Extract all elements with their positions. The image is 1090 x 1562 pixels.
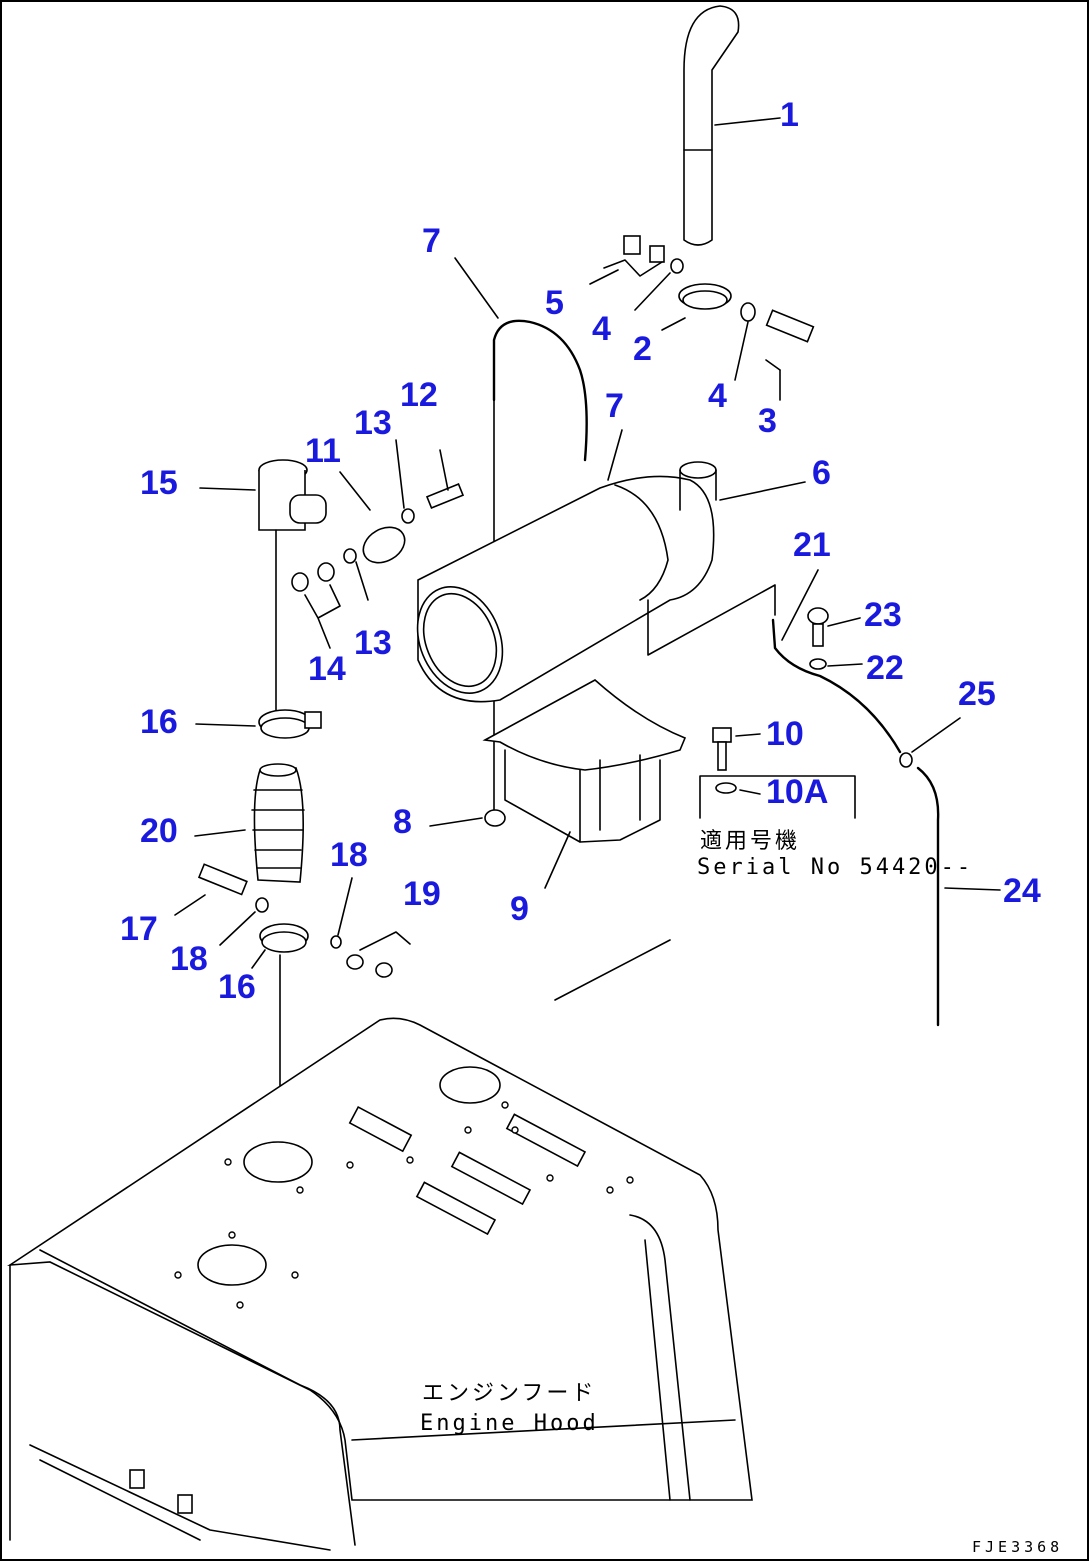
callout-19: 19 — [403, 875, 441, 913]
engine-hood-label-jp: エンジンフード — [422, 1381, 596, 1406]
callout-7-top: 7 — [422, 222, 441, 260]
serial-note-en: Serial No 54420-- — [697, 855, 973, 880]
clamp-part-2 — [661, 283, 732, 331]
figure-code: FJE3368 — [972, 1538, 1063, 1556]
callout-4-left: 4 — [592, 310, 611, 348]
callout-21: 21 — [793, 526, 831, 564]
callout-17: 17 — [120, 910, 158, 948]
callout-6: 6 — [812, 454, 831, 492]
engine-hood — [6, 1017, 753, 1551]
callout-11: 11 — [305, 432, 341, 470]
washer-part-18 — [219, 877, 353, 949]
serial-note: 適用号機 Serial No 54420-- — [697, 829, 973, 880]
clip-part-25 — [899, 717, 961, 768]
callout-3: 3 — [758, 402, 777, 440]
alignment-lines — [554, 939, 671, 1001]
callout-14: 14 — [308, 650, 346, 688]
cushion-part-8 — [429, 809, 506, 827]
drain-tube-part-24 — [916, 766, 1001, 1027]
callout-15: 15 — [140, 464, 178, 502]
nut-part-5 — [589, 235, 665, 285]
clip-part-22 — [809, 658, 863, 670]
callout-13-bottom: 13 — [354, 624, 392, 662]
callout-12: 12 — [400, 376, 438, 414]
callout-23: 23 — [864, 596, 902, 634]
clamp-part-16-upper — [195, 709, 322, 739]
callout-18-left: 18 — [170, 940, 208, 978]
callout-25: 25 — [958, 675, 996, 713]
callout-labels: 1 2 3 4 4 5 6 7 7 8 9 10 10A 11 12 13 13… — [120, 96, 1041, 1006]
callout-13-top: 13 — [354, 404, 392, 442]
callout-4-right: 4 — [708, 377, 727, 415]
bolt-part-12 — [425, 449, 465, 509]
callout-10: 10 — [766, 715, 804, 753]
washer-part-13 — [343, 439, 415, 601]
nut-part-19 — [346, 931, 411, 978]
callout-20: 20 — [140, 812, 178, 850]
washer-part-10a — [699, 775, 856, 819]
callout-5: 5 — [545, 284, 564, 322]
callout-24: 24 — [1003, 872, 1041, 910]
muffler-part-6 — [416, 461, 806, 703]
callout-10a: 10A — [766, 773, 828, 811]
bolt-part-10 — [712, 727, 761, 771]
serial-note-jp: 適用号機 — [700, 829, 800, 854]
engine-hood-label-en: Engine Hood — [420, 1411, 599, 1436]
bolt-part-17 — [174, 863, 248, 916]
flange-part-11 — [339, 471, 406, 564]
callout-16-lower: 16 — [218, 968, 256, 1006]
bellows-part-20 — [194, 763, 305, 883]
elbow-part-15 — [199, 459, 327, 711]
callout-1: 1 — [780, 96, 799, 134]
nut-part-14 — [291, 562, 341, 649]
bolt-part-23 — [807, 607, 861, 647]
engine-hood-label: エンジンフード Engine Hood — [420, 1381, 599, 1436]
callout-7-muffler: 7 — [605, 387, 624, 425]
callout-9: 9 — [510, 890, 529, 928]
callout-16-upper: 16 — [140, 703, 178, 741]
tube-part-21 — [771, 569, 902, 754]
washer-part-4 — [634, 258, 756, 381]
exhaust-pipe-part-1 — [683, 5, 781, 246]
callout-18-right: 18 — [330, 836, 368, 874]
bracket-part-9 — [482, 679, 687, 889]
bolt-part-3 — [765, 309, 815, 401]
callout-22: 22 — [866, 649, 904, 687]
callout-8: 8 — [393, 803, 412, 841]
callout-2: 2 — [633, 330, 652, 368]
